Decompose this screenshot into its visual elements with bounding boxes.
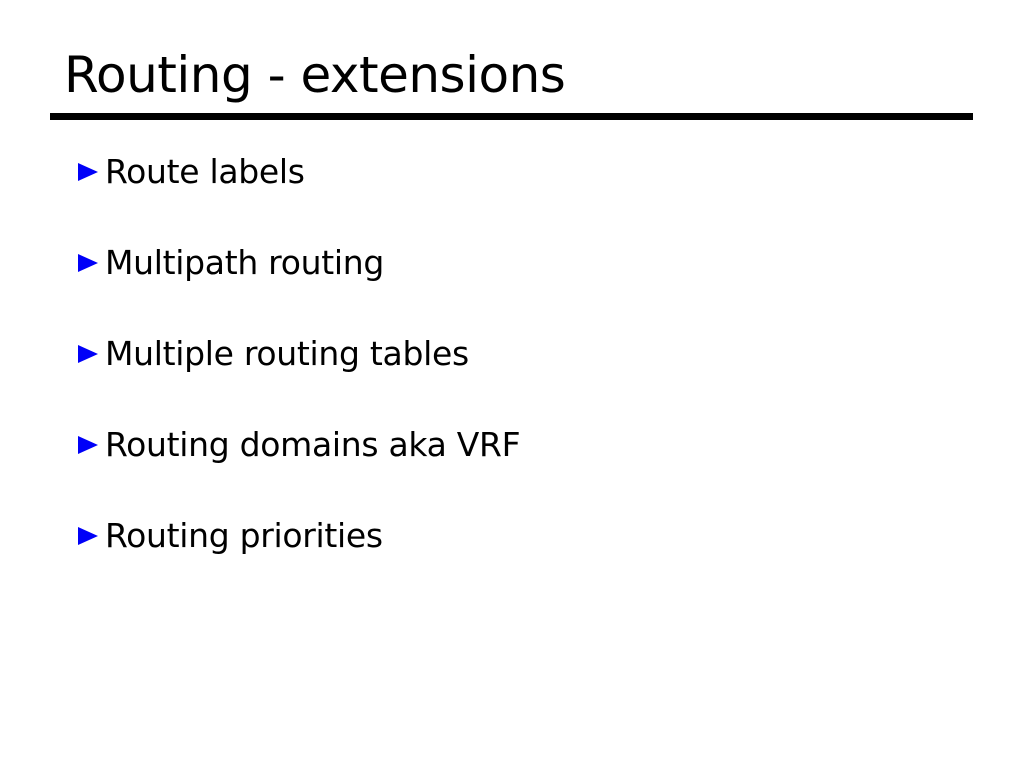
slide-title: Routing - extensions bbox=[64, 46, 566, 104]
title-underline-rule bbox=[50, 113, 973, 120]
triangle-bullet-icon bbox=[78, 253, 98, 272]
bullet-text: Multipath routing bbox=[105, 243, 384, 282]
bullet-text: Multiple routing tables bbox=[105, 334, 469, 373]
bullet-text: Routing priorities bbox=[105, 516, 383, 555]
triangle-bullet-icon bbox=[78, 435, 98, 454]
bullet-item: Route labels bbox=[78, 155, 520, 188]
bullet-list: Route labels Multipath routing Multiple … bbox=[78, 155, 521, 552]
bullet-item: Routing domains aka VRF bbox=[78, 425, 521, 464]
bullet-item: Routing priorities bbox=[78, 519, 520, 552]
triangle-bullet-icon bbox=[78, 162, 98, 181]
bullet-item: Multipath routing bbox=[78, 246, 520, 279]
bullet-text: Routing domains aka VRF bbox=[105, 425, 521, 464]
bullet-text: Route labels bbox=[105, 152, 305, 191]
triangle-bullet-icon bbox=[78, 344, 98, 363]
triangle-bullet-icon bbox=[78, 526, 98, 545]
bullet-item: Multiple routing tables bbox=[78, 337, 520, 370]
